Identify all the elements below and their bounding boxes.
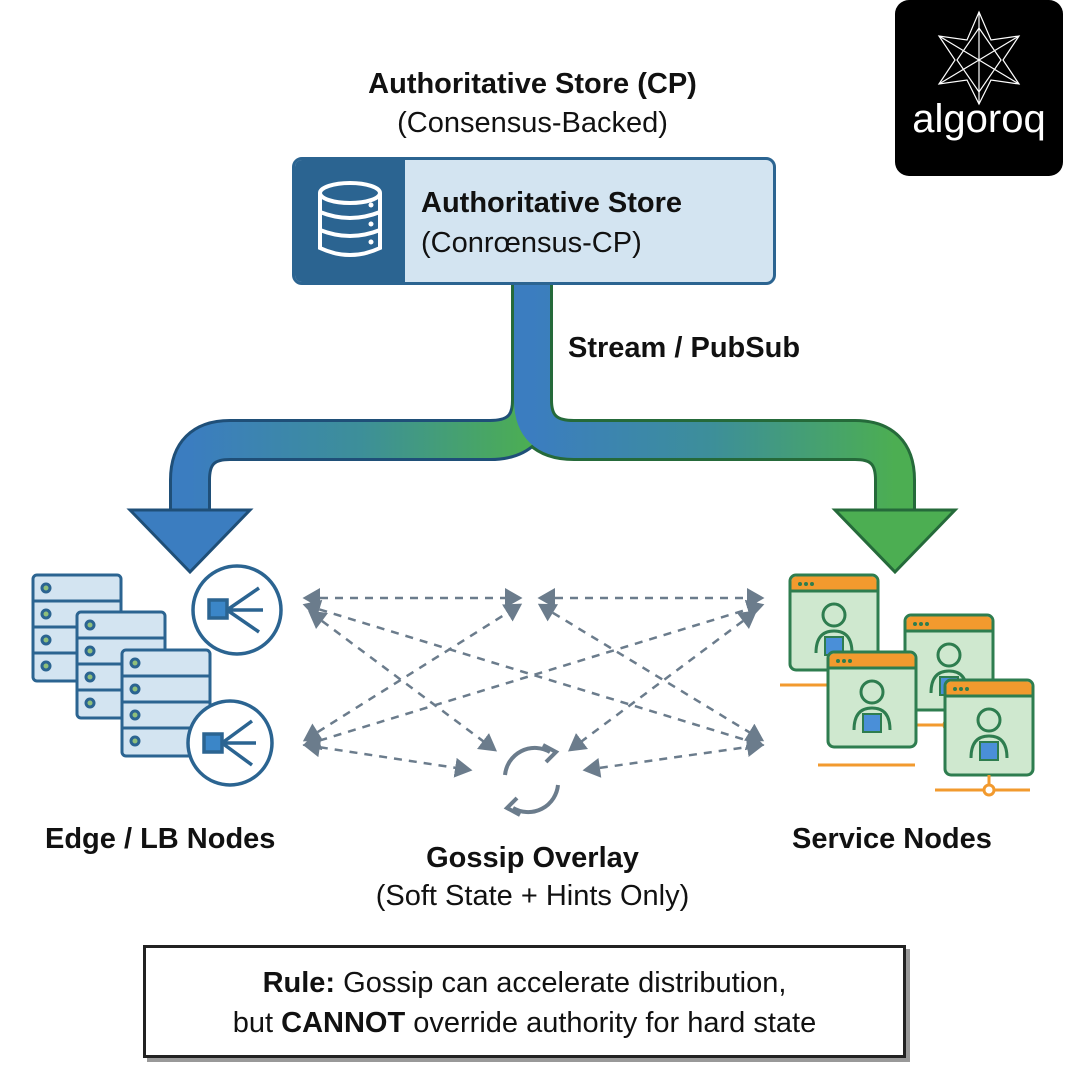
rule-prefix: Rule:	[262, 967, 336, 999]
service-nodes-label: Service Nodes	[792, 823, 992, 855]
diagram-title: Authoritative Store (CP)	[368, 68, 697, 100]
gossip-mesh	[302, 588, 765, 778]
stream-arrows	[126, 280, 959, 575]
rule-line2-c: override authority for hard state	[405, 1007, 817, 1039]
database-icon	[318, 181, 382, 257]
logo: algoroq	[895, 0, 1063, 176]
stream-label: Stream / PubSub	[568, 332, 801, 364]
store-subtitle: (Conrœnsus-CP)	[421, 227, 642, 259]
edge-nodes-label: Edge / LB Nodes	[45, 823, 276, 855]
rule-line2-a: but	[232, 1007, 282, 1039]
diagram-subtitle: (Consensus-Backed)	[397, 107, 668, 139]
sync-cycle-icon	[503, 743, 560, 817]
rule-line2-emphasis: CANNOT	[281, 1007, 406, 1039]
gossip-title: Gossip Overlay	[426, 842, 639, 874]
arrowhead-left	[126, 508, 254, 575]
service-node	[943, 678, 1035, 777]
service-window-icon	[780, 573, 1035, 797]
logo-star-icon: algoroq	[912, 10, 1046, 141]
rule-line1: Gossip can accelerate distribution,	[335, 967, 787, 999]
arrowhead-right	[831, 508, 959, 575]
service-node	[826, 650, 918, 749]
rule-box: Rule: Gossip can accelerate distribution…	[143, 945, 906, 1058]
load-balancer-icon	[186, 564, 283, 787]
logo-text: algoroq	[912, 97, 1045, 141]
authoritative-store-box: Authoritative Store (Conrœnsus-CP)	[292, 157, 776, 285]
store-title: Authoritative Store	[421, 187, 683, 219]
gossip-subtitle: (Soft State + Hints Only)	[375, 880, 690, 912]
server-rack-icon	[31, 573, 212, 758]
